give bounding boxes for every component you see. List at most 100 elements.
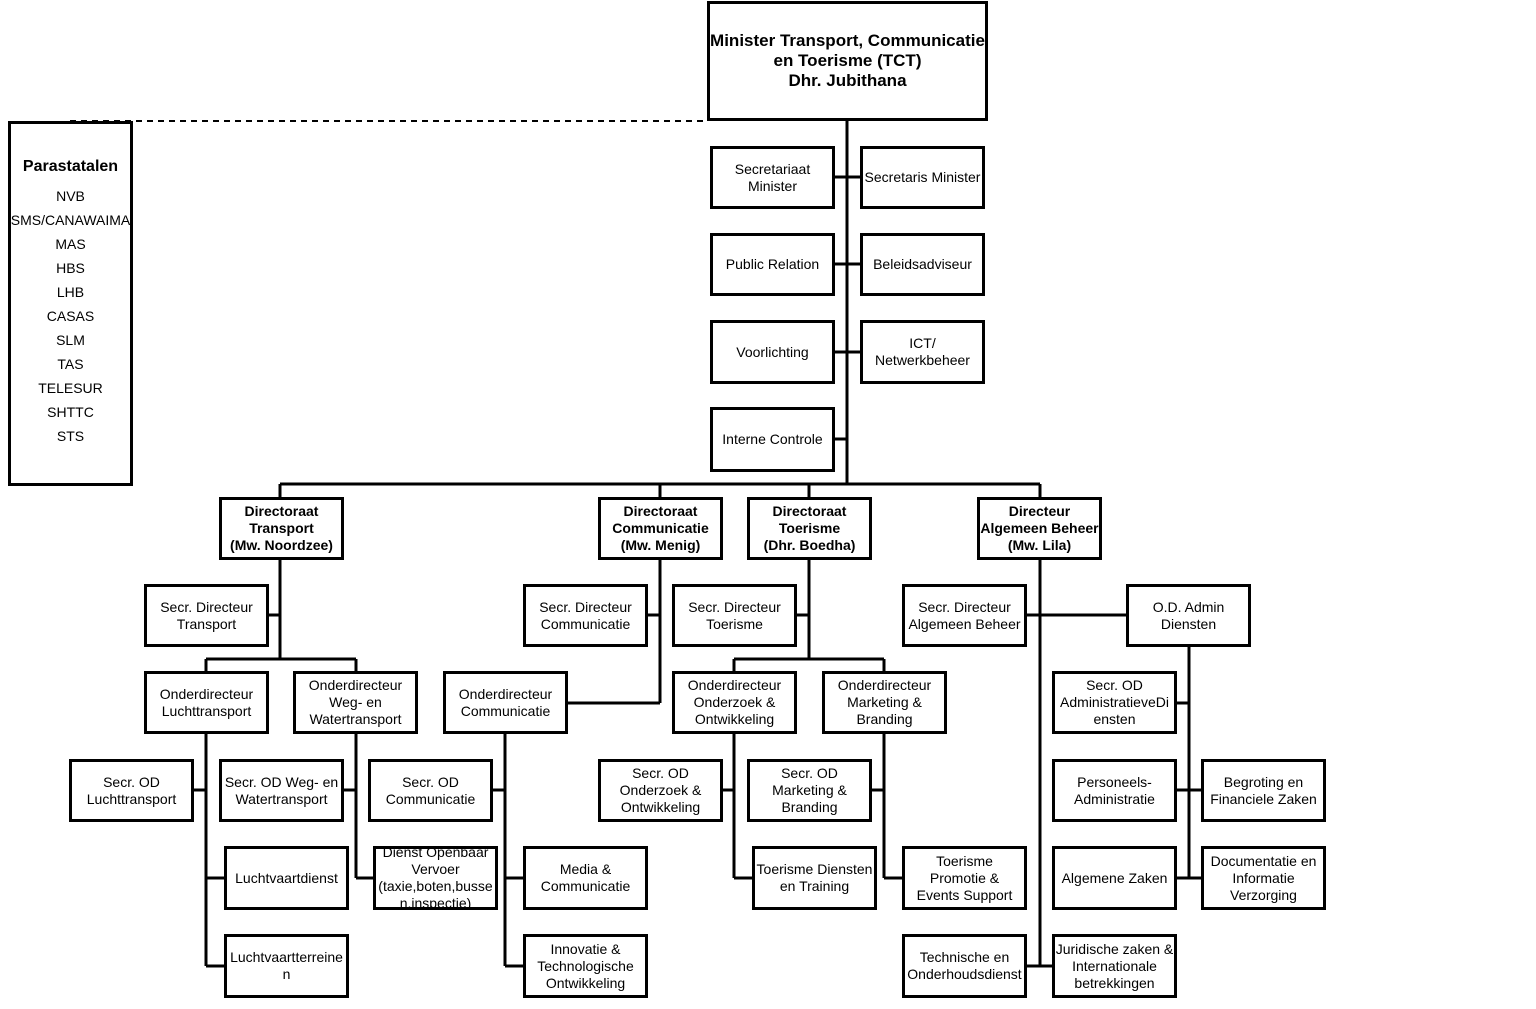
ict-netwerkbeheer-line: Netwerkbeheer [875, 352, 970, 368]
beleidsadviseur-line: Beleidsadviseur [873, 256, 972, 272]
directoraat-toerisme-line: Directoraat [772, 503, 847, 519]
secr-od-luchttransport-line: Luchttransport [86, 790, 177, 807]
secr-od-admin-line: AdministratieveDi [1060, 694, 1169, 710]
onderdirecteur-marketing-line: Marketing & [847, 694, 922, 710]
begroting-line: Begroting en [1223, 773, 1304, 790]
dienst-openbaar-vervoer-line: Vervoer [411, 861, 460, 877]
secr-directeur-toerisme-line: Toerisme [706, 615, 763, 632]
luchtvaartterreinen-line: n [282, 966, 291, 982]
secr-directeur-toerisme-line: Secr. Directeur [688, 598, 781, 615]
ict-netwerkbeheer-box: ICT/Netwerkbeheer [860, 320, 985, 384]
onderdirecteur-weg-water-line: Weg- en [329, 694, 382, 710]
directoraat-transport-line: Transport [249, 520, 314, 536]
luchtvaartdienst-line: Luchtvaartdienst [235, 869, 338, 886]
voorlichting-box: Voorlichting [710, 320, 835, 384]
directeur-algemeen-beheer-line: (Mw. Lila) [1007, 537, 1072, 553]
parastatal-item: SHTTC [47, 404, 94, 420]
onderdirecteur-luchttransport-line: Onderdirecteur [159, 685, 254, 702]
parastatal-item: CASAS [46, 308, 95, 324]
secr-directeur-algemeen-line: Algemeen Beheer [908, 615, 1021, 632]
onderdirecteur-communicatie-line: Onderdirecteur [458, 685, 553, 702]
luchtvaartterreinen-line: Luchtvaartterreine [230, 949, 343, 965]
public-relation-line: Public Relation [725, 256, 820, 272]
directeur-algemeen-beheer-line: Algemeen Beheer [980, 520, 1099, 536]
parastatal-item: HBS [56, 260, 85, 276]
onderdirecteur-communicatie-line: Communicatie [460, 702, 551, 719]
secretariaat-minister-line: Minister [747, 177, 797, 194]
algemene-zaken-line: Algemene Zaken [1061, 869, 1168, 886]
public-relation-box: Public Relation [710, 233, 835, 296]
secr-od-communicatie-line: Communicatie [385, 790, 476, 807]
juridische-zaken-line: betrekkingen [1074, 974, 1155, 991]
toerisme-promotie-line: Toerisme [936, 852, 993, 869]
parastatal-item: MAS [55, 236, 86, 252]
toerisme-diensten-line: Toerisme Diensten [756, 861, 873, 877]
innovatie-line: Technologische [537, 957, 634, 974]
juridische-zaken-line: Juridische zaken & [1055, 940, 1174, 957]
onderdirecteur-onderzoek-line: Onderzoek & [693, 694, 776, 710]
parastatal-item: NVB [56, 188, 85, 204]
dienst-openbaar-vervoer-line: n,inspectie) [399, 895, 472, 910]
secr-directeur-algemeen-line: Secr. Directeur [918, 598, 1011, 615]
secretaris-minister-box: Secretaris Minister [860, 146, 985, 209]
beleidsadviseur-box: Beleidsadviseur [860, 233, 985, 296]
parastatal-item: STS [56, 428, 85, 444]
minister-line: Dhr. Jubithana [788, 71, 907, 90]
directoraat-communicatie-line: Directoraat [623, 503, 698, 519]
personeels-administratie-line: Administratie [1074, 790, 1155, 807]
documentatie-line: Informatie [1232, 869, 1295, 886]
secr-od-weg-water-line: Watertransport [235, 790, 328, 807]
innovatie-line: Ontwikkeling [545, 974, 626, 991]
minister-line: Minister Transport, Communicatie [710, 31, 985, 50]
parastatal-item: SLM [56, 332, 85, 348]
toerisme-promotie-line: Events Support [916, 886, 1013, 903]
juridische-zaken-line: Internationale [1072, 957, 1157, 974]
directoraat-communicatie-line: Communicatie [612, 520, 709, 536]
directoraat-communicatie-line: (Mw. Menig) [620, 537, 701, 553]
parastatal-item: LHB [56, 284, 85, 300]
onderdirecteur-marketing-line: Branding [856, 711, 913, 727]
secr-od-onderzoek-line: Ontwikkeling [620, 799, 701, 815]
begroting-line: Financiele Zaken [1210, 790, 1317, 807]
technische-dienst-line: Technische en [919, 949, 1010, 965]
luchtvaartdienst-box: Luchtvaartdienst [224, 846, 349, 910]
interne-controle-line: Interne Controle [722, 431, 823, 447]
secr-directeur-transport-line: Secr. Directeur [160, 598, 253, 615]
documentatie-line: Verzorging [1230, 886, 1297, 903]
secr-od-onderzoek-line: Secr. OD [632, 765, 689, 781]
secr-od-weg-water-line: Secr. OD Weg- en [224, 773, 339, 790]
onderdirecteur-onderzoek-line: Ontwikkeling [694, 711, 775, 727]
onderdirecteur-onderzoek-line: Onderdirecteur [687, 677, 782, 693]
secr-od-luchttransport-line: Secr. OD [103, 773, 160, 790]
personeels-administratie-line: Personeels- [1077, 773, 1152, 790]
technische-dienst-line: Onderhoudsdienst [907, 966, 1022, 982]
media-communicatie-line: Media & [559, 861, 612, 877]
secr-directeur-transport-line: Transport [176, 615, 237, 632]
directoraat-toerisme-line: (Dhr. Boedha) [763, 537, 856, 553]
parastatalen-title: Parastatalen [22, 158, 119, 175]
secretaris-minister-line: Secretaris Minister [864, 169, 981, 185]
toerisme-promotie-line: Promotie & [929, 869, 1000, 886]
directeur-algemeen-beheer-line: Directeur [1008, 503, 1071, 519]
media-communicatie-box: Media &Communicatie [523, 846, 648, 910]
od-admin-diensten-line: O.D. Admin [1152, 598, 1225, 615]
directoraat-toerisme-line: Toerisme [778, 520, 841, 536]
